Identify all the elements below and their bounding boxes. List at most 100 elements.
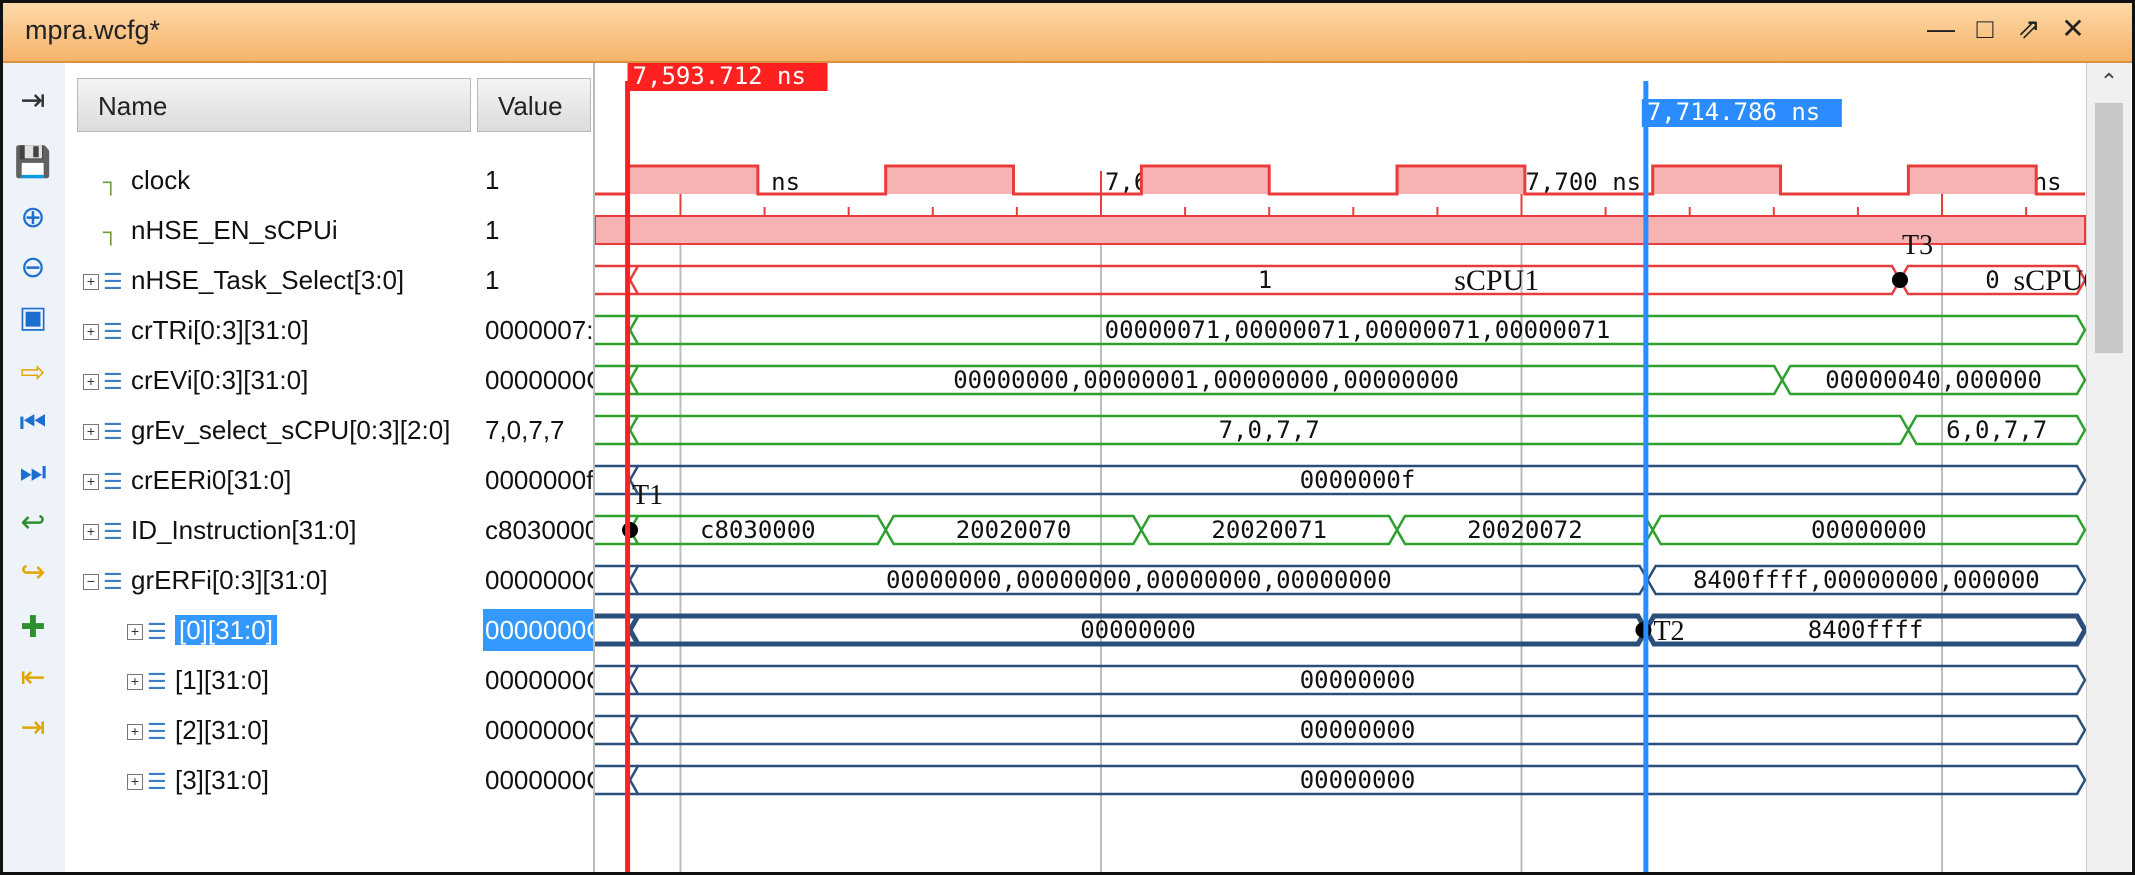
- bus-value-label: 00000000: [1300, 766, 1416, 794]
- collapse-icon[interactable]: ⇥: [20, 84, 46, 117]
- expand-toggle-icon[interactable]: +: [83, 474, 99, 491]
- wire-high-wave: [595, 215, 2086, 245]
- signal-value: 0000000C: [485, 665, 593, 695]
- bus-segment: [1651, 514, 2087, 546]
- bus-value-label: 00000040,000000: [1825, 366, 2042, 394]
- bus-value-label: 0000000f: [1300, 466, 1416, 494]
- title-bar: mpra.wcfg* — □ ⇗ ✕: [3, 3, 2132, 63]
- signal-name: [3][31:0]: [175, 765, 269, 795]
- scroll-up-icon[interactable]: ⌃: [2099, 69, 2119, 94]
- signal-name: crEERi0[31:0]: [131, 465, 292, 495]
- cursor-label-bg: [627, 63, 828, 91]
- scrollbar-thumb[interactable]: [2095, 103, 2123, 353]
- signal-value: 0000000f: [485, 465, 593, 495]
- expand-toggle-icon[interactable]: +: [83, 424, 99, 441]
- toolbar: ⇥ 💾 ⊕ ⊖ ▣ ⇨ ⏮ ⏭ ↩ ↪ ✚ ⇤ ⇥: [3, 63, 66, 872]
- maximize-icon[interactable]: □: [1976, 13, 1994, 44]
- bus-value-label: 00000000: [1300, 666, 1416, 694]
- expand-toggle-icon[interactable]: +: [127, 774, 143, 791]
- annotation-label: T1: [632, 480, 663, 511]
- wire-signal-icon: ┐: [103, 219, 119, 245]
- previous-marker-icon[interactable]: ⇤: [20, 661, 46, 694]
- zoom-fit-icon[interactable]: ▣: [18, 301, 48, 334]
- expand-toggle-icon[interactable]: +: [83, 524, 99, 541]
- signal-row-11[interactable]: +☰[2][31:0]: [127, 705, 473, 755]
- clock-high-fill: [1908, 166, 2037, 194]
- signal-row-9[interactable]: +☰[0][31:0]: [127, 605, 473, 655]
- signal-row-12[interactable]: +☰[3][31:0]: [127, 755, 473, 805]
- cursor-time-label: 7,593.712 ns: [633, 63, 806, 90]
- signal-row-1[interactable]: ┐ nHSE_EN_sCPUi: [83, 205, 473, 255]
- signal-row-2[interactable]: +☰ nHSE_Task_Select[3:0]: [83, 255, 473, 305]
- value-column-header[interactable]: Value: [477, 78, 591, 132]
- bus-value-label: 20020070: [956, 516, 1072, 544]
- signal-row-5[interactable]: +☰ grEv_select_sCPU[0:3][2:0]: [83, 405, 473, 455]
- bus-value-label: 00000000: [1811, 516, 1927, 544]
- annotation-marker: [1891, 272, 1908, 288]
- expand-toggle-icon[interactable]: +: [83, 374, 99, 391]
- signal-name: grERFi[0:3][31:0]: [131, 565, 328, 595]
- zoom-out-icon[interactable]: ⊖: [20, 251, 46, 284]
- previous-transition-icon[interactable]: ↩: [20, 506, 46, 539]
- restore-icon[interactable]: ⇗: [2017, 13, 2041, 44]
- bus-value-label: 0: [1985, 266, 1999, 294]
- signal-name: nHSE_EN_sCPUi: [131, 215, 338, 245]
- signal-value: 0000000C: [485, 765, 593, 795]
- bus-value-label: 20020071: [1211, 516, 1327, 544]
- minimize-icon[interactable]: —: [1927, 13, 1955, 44]
- goto-cursor-icon[interactable]: ⇨: [20, 356, 46, 389]
- signal-row-0[interactable]: ┐clock: [83, 155, 473, 205]
- waveform-canvas[interactable]: 7,600 ns7,650 ns7,700 ns7,750 ns10000000…: [595, 63, 2130, 875]
- bus-signal-icon: ☰: [103, 569, 123, 595]
- signal-value: 7,0,7,7: [485, 415, 565, 445]
- expand-toggle-icon[interactable]: +: [83, 274, 99, 291]
- next-transition-icon[interactable]: ↪: [20, 556, 46, 589]
- clock-high-fill: [1652, 166, 1781, 194]
- signal-value: 0000000C: [485, 715, 593, 745]
- signal-row-6[interactable]: +☰ crEERi0[31:0]: [83, 455, 473, 505]
- signal-name: nHSE_Task_Select[3:0]: [131, 265, 405, 295]
- expand-toggle-icon[interactable]: +: [127, 624, 143, 641]
- signal-row-3[interactable]: +☰ crTRi[0:3][31:0]: [83, 305, 473, 355]
- expand-toggle-icon[interactable]: +: [127, 674, 143, 691]
- bus-segment: [1139, 514, 1399, 546]
- signal-name: grEv_select_sCPU[0:3][2:0]: [131, 415, 451, 445]
- bus-value-label: 20020072: [1467, 516, 1583, 544]
- expand-toggle-icon[interactable]: +: [127, 724, 143, 741]
- bus-signal-icon: ☰: [103, 419, 123, 445]
- expand-toggle-icon[interactable]: +: [83, 324, 99, 341]
- signal-name: clock: [131, 165, 191, 195]
- bus-segment: [1906, 414, 2087, 446]
- save-icon[interactable]: 💾: [14, 146, 52, 179]
- annotation-label: sCPU1: [1454, 264, 1539, 297]
- signal-name: [1][31:0]: [175, 665, 269, 695]
- window-title: mpra.wcfg*: [25, 15, 161, 45]
- name-column-header[interactable]: Name: [77, 78, 471, 132]
- signal-value: 1: [485, 265, 500, 295]
- signal-value: 0000000C: [483, 609, 593, 651]
- signal-value: 0000000C: [485, 365, 593, 395]
- goto-end-icon[interactable]: ⏭: [19, 456, 47, 489]
- bus-signal-icon: ☰: [103, 469, 123, 495]
- signal-row-4[interactable]: +☰crEVi[0:3][31:0]: [83, 355, 473, 405]
- bus-signal-icon: ☰: [103, 319, 123, 345]
- bus-segment: [884, 514, 1143, 546]
- bus-signal-icon: ☰: [103, 269, 123, 295]
- clock-high-fill: [885, 166, 1014, 194]
- cursor-time-label: 7,714.786 ns: [1647, 98, 1820, 126]
- cursor-label-bg: [1641, 99, 1842, 127]
- signal-row-8[interactable]: −☰ grERFi[0:3][31:0]: [83, 555, 473, 605]
- close-icon[interactable]: ✕: [2061, 13, 2085, 44]
- expand-toggle-icon[interactable]: −: [83, 574, 99, 591]
- signal-row-7[interactable]: +☰ID_Instruction[31:0]: [83, 505, 473, 555]
- zoom-in-icon[interactable]: ⊕: [20, 201, 46, 234]
- vertical-scrollbar[interactable]: ⌃: [2086, 63, 2131, 872]
- signal-row-10[interactable]: +☰[1][31:0]: [127, 655, 473, 705]
- goto-start-icon[interactable]: ⏮: [19, 406, 47, 439]
- add-marker-icon[interactable]: ✚: [20, 611, 46, 644]
- bus-signal-icon: ☰: [103, 519, 123, 545]
- signal-name: crTRi[0:3][31:0]: [131, 315, 309, 345]
- next-marker-icon[interactable]: ⇥: [20, 711, 46, 744]
- bus-value-label: 8400ffff,00000000,000000: [1693, 566, 2040, 594]
